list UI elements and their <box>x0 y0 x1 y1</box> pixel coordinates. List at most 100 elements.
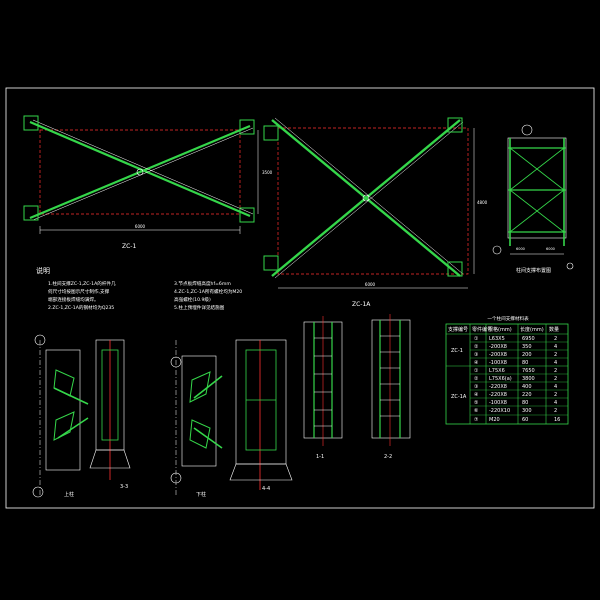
table-cell: 2 <box>554 376 557 382</box>
section-3-3-label: 3-3 <box>120 484 128 490</box>
zc1-title: ZC-1 <box>122 243 136 250</box>
table-cell: 80 <box>522 400 528 406</box>
zc1-diagonal-a-edge <box>32 119 254 215</box>
table-header: 支撑编号 <box>448 326 468 333</box>
zc1-height-dim: 3500 <box>262 170 273 175</box>
table-header: 零件编号 <box>472 326 492 333</box>
table-cell: ② <box>474 376 479 382</box>
table-cell: 4 <box>554 344 557 350</box>
table-header: 长度(mm) <box>520 326 544 333</box>
elev-dim-right: 6000 <box>546 247 555 251</box>
table-group-name: ZC-1 <box>451 348 463 354</box>
material-table: 一个柱间支撑材料表 支撑编号 零件编号 规格(mm) 长度(mm) 数量 ZC-… <box>445 315 569 425</box>
notes-heading: 说明 <box>36 266 50 275</box>
table-cell: -100X8 <box>489 360 507 366</box>
table-cell: L75X6(a) <box>489 376 512 382</box>
zc1-bracing-view: 6000 3500 ZC-1 <box>23 115 273 250</box>
section-1-1-view: 1-1 <box>303 316 343 460</box>
table-cell: -200X8 <box>489 352 507 358</box>
table-cell: 2 <box>554 408 557 414</box>
zc1-center-node <box>136 168 144 176</box>
table-cell: ④ <box>474 392 479 398</box>
table-cell: 7650 <box>522 368 535 374</box>
section-2-2-label: 2-2 <box>384 454 392 460</box>
zc1-gusset-br <box>239 207 255 223</box>
note-line: 端部连接板焊缝均满焊。 <box>48 296 99 303</box>
table-cell: 3800 <box>522 376 535 382</box>
zc1a-width-dim: 6000 <box>365 282 376 287</box>
table-cell: -100X8 <box>489 400 507 406</box>
note-line: 高强螺栓(10.9级) <box>174 296 211 303</box>
table-cell: 4 <box>554 384 557 390</box>
table-cell: ② <box>474 344 479 350</box>
table-cell: ⑤ <box>474 400 478 406</box>
table-cell: L75X6 <box>489 368 505 374</box>
table-cell: -220X8 <box>489 384 507 390</box>
table-group-name: ZC-1A <box>451 394 467 400</box>
table-cell: 200 <box>522 352 532 358</box>
note-line: 2.ZC-1,ZC-1A的钢材均为Q235 <box>48 304 114 311</box>
table-header: 规格(mm) <box>488 326 512 333</box>
zc1a-diagonal-b <box>271 119 461 277</box>
upper-column-label: 上柱 <box>64 491 74 498</box>
table-cell: 2 <box>554 352 557 358</box>
zc1a-height-dim: 4800 <box>477 200 488 205</box>
bracing-layout-elevation: 6000 6000 柱间支撑布置图 <box>492 124 574 274</box>
table-cell: 16 <box>554 417 560 423</box>
zc1-diagonal-b-edge <box>32 127 254 221</box>
table-cell: 6950 <box>522 336 535 342</box>
note-line: 3.节点板焊缝高度hf=6mm <box>174 280 231 287</box>
table-cell: -200X8 <box>489 344 507 350</box>
table-cell: 4 <box>554 400 557 406</box>
notes-block: 说明 1.柱间支撑ZC-1,ZC-1A的杆件几 何尺寸均按图示尺寸制作,支撑 端… <box>36 266 242 311</box>
table-title: 一个柱间支撑材料表 <box>487 315 529 322</box>
zc1a-center-node <box>362 194 370 202</box>
table-cell: 400 <box>522 384 532 390</box>
table-cell: -220X8 <box>489 392 507 398</box>
zc1a-axis-frame <box>277 127 469 275</box>
table-cell: 220 <box>522 392 532 398</box>
drawing-frame <box>5 87 595 509</box>
table-cell: M20 <box>489 417 500 423</box>
table-cell: ③ <box>474 384 478 390</box>
table-cell: ⑦ <box>474 417 479 423</box>
table-cell: 350 <box>522 344 532 350</box>
zc1-gusset-bl <box>23 205 39 221</box>
table-cell: 60 <box>522 417 528 423</box>
section-4-4-label: 4-4 <box>262 486 270 492</box>
zc1a-title: ZC-1A <box>352 301 371 308</box>
zc1-gusset-tl <box>23 115 39 131</box>
upper-column-detail: 上柱 3-3 <box>32 334 131 498</box>
table-cell: 4 <box>554 360 557 366</box>
note-line: 4.ZC-1,ZC-1A所有螺栓均为M20 <box>174 288 242 295</box>
elevation-title: 柱间支撑布置图 <box>516 267 551 274</box>
table-cell: 300 <box>522 408 532 414</box>
table-cell: 2 <box>554 392 557 398</box>
zc1-gusset-tr <box>239 119 255 135</box>
section-1-1-label: 1-1 <box>316 454 324 460</box>
section-2-2-view: 2-2 <box>371 314 411 460</box>
lower-column-detail: 下柱 4-4 <box>170 339 293 498</box>
table-cell: ③ <box>474 352 478 358</box>
table-cell: -220X10 <box>489 408 510 414</box>
table-cell: ④ <box>474 360 479 366</box>
table-cell: 80 <box>522 360 528 366</box>
zc1-diagonal-b <box>29 124 251 220</box>
table-cell: ⑥ <box>474 408 479 414</box>
table-cell: ① <box>474 368 479 374</box>
lower-column-label: 下柱 <box>196 491 206 498</box>
table-header: 数量 <box>549 326 559 333</box>
note-line: 1.柱间支撑ZC-1,ZC-1A的杆件几 <box>48 280 116 287</box>
elev-dim-left: 6000 <box>516 247 525 251</box>
table-cell: ① <box>474 336 479 342</box>
table-cell: L63X5 <box>489 336 505 342</box>
zc1-axis-frame <box>39 129 241 215</box>
zc1-width-dim: 6000 <box>135 224 146 229</box>
zc1a-bracing-view: 6000 4800 ZC-1A <box>263 117 488 308</box>
table-cell: 2 <box>554 368 557 374</box>
table-cell: 2 <box>554 336 557 342</box>
note-line: 5.柱上预埋件详见结施图 <box>174 304 225 311</box>
note-line: 何尺寸均按图示尺寸制作,支撑 <box>48 288 110 295</box>
